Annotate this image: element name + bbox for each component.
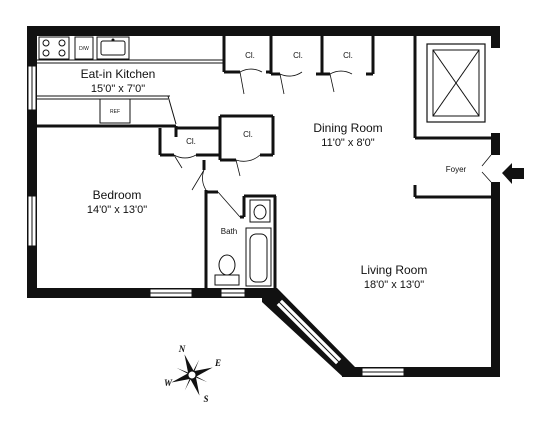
entry-arrow-icon	[502, 163, 524, 184]
dishwasher-label: D/W	[79, 46, 89, 52]
sink-icon	[249, 199, 271, 223]
windows	[27, 65, 405, 377]
dining-name: Dining Room	[313, 121, 382, 135]
compass-w: W	[164, 378, 173, 388]
toilet-icon	[214, 254, 240, 286]
doors	[173, 68, 492, 218]
closet-label: Cl.	[293, 51, 303, 60]
closet-label: Cl.	[245, 51, 255, 60]
room-labels: Eat-in Kitchen 15'0" x 7'0" Dining Room …	[81, 51, 467, 291]
kitchen-appliances: D/W REF	[38, 36, 131, 124]
refrigerator-label: REF	[110, 109, 120, 115]
bedroom-name: Bedroom	[93, 188, 142, 202]
compass-e: E	[214, 358, 221, 368]
bedroom-dims: 14'0" x 13'0"	[87, 204, 147, 216]
closet-label: Cl.	[343, 51, 353, 60]
foyer-name: Foyer	[446, 165, 467, 174]
living-dims: 18'0" x 13'0"	[364, 279, 424, 291]
stove-icon	[38, 36, 70, 60]
bath-fixtures	[214, 199, 272, 287]
compass-s: S	[203, 394, 208, 404]
compass-n: N	[178, 344, 186, 354]
kitchen-name: Eat-in Kitchen	[81, 67, 156, 81]
living-name: Living Room	[361, 263, 428, 277]
compass-rose-icon	[171, 354, 213, 396]
dining-dims: 11'0" x 8'0"	[321, 137, 374, 149]
elevator-shaft-icon	[426, 43, 486, 123]
closet-label: Cl.	[243, 130, 253, 139]
dishwasher: D/W	[74, 36, 94, 60]
refrigerator: REF	[99, 98, 131, 124]
kitchen-dims: 15'0" x 7'0"	[91, 83, 145, 95]
closet-label: Cl.	[186, 137, 196, 146]
sink-icon	[96, 36, 130, 60]
bath-name: Bath	[221, 227, 237, 236]
bathtub-icon	[245, 227, 272, 287]
interior-walls	[37, 36, 492, 290]
